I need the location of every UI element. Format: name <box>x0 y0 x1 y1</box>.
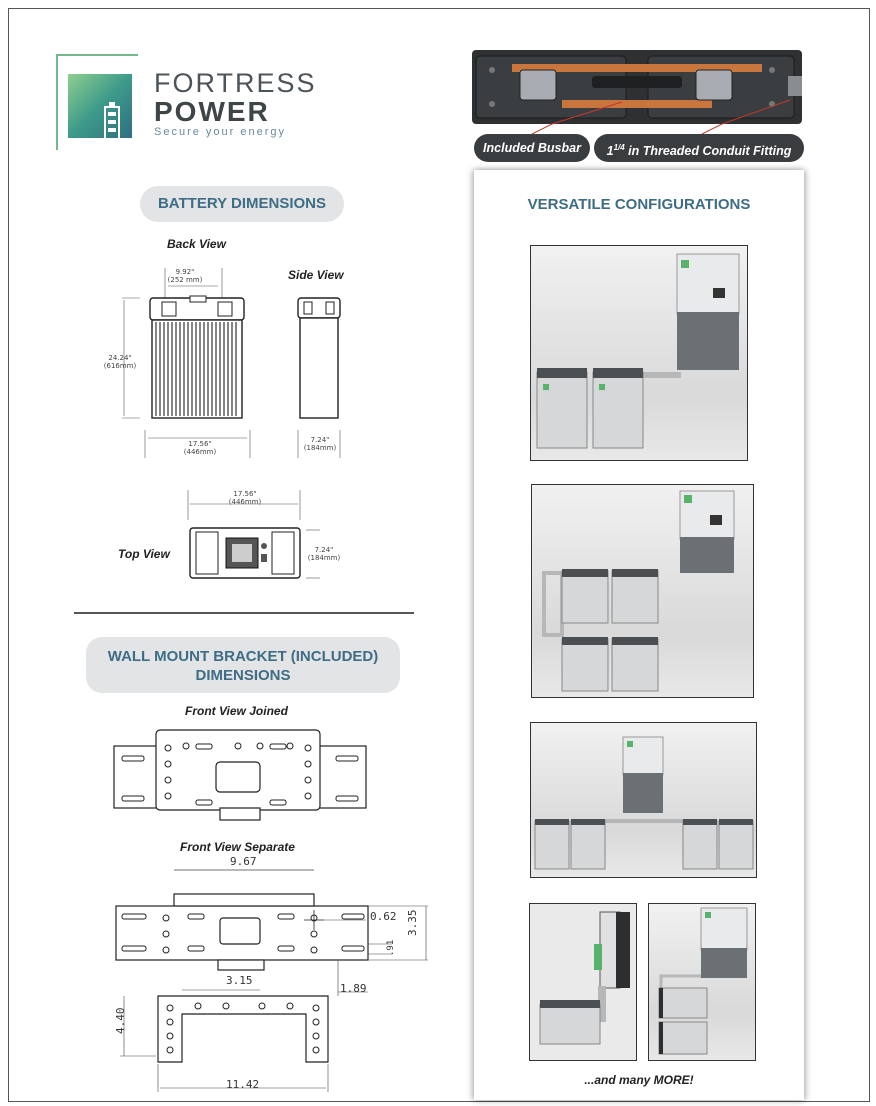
configuration-image-2 <box>531 484 754 698</box>
dim-offset: 1.89 <box>340 982 367 995</box>
wall-mount-heading-line2: DIMENSIONS <box>195 667 291 684</box>
configuration-image-3 <box>530 722 757 878</box>
fortress-power-logo: FORTRESS POWER Secure your energy <box>56 54 315 158</box>
back-top-width-dimension: 9.92" (252 mm) <box>167 268 203 284</box>
top-depth-dimension: 7.24" (184mm) <box>307 546 341 562</box>
brand-tagline: Secure your energy <box>154 126 286 138</box>
battery-icon <box>104 102 120 142</box>
front-view-separate-label: Front View Separate <box>180 840 295 854</box>
side-view-drawing <box>297 297 341 458</box>
back-height-dimension: 24.24" (616mm) <box>103 354 137 370</box>
configurations-heading: VERSATILE CONFIGURATIONS <box>527 196 751 213</box>
configuration-image-5 <box>648 903 756 1061</box>
back-width-dimension: 17.56" (446mm) <box>183 440 217 456</box>
top-width-dimension: 17.56" (446mm) <box>228 490 262 506</box>
dim-inner: 3.15 <box>226 974 253 987</box>
busbar-photo <box>472 50 802 124</box>
brand-name-line1: FORTRESS <box>154 68 317 98</box>
callout-lines <box>531 99 791 135</box>
side-depth-dimension: 7.24" (184mm) <box>303 436 337 452</box>
back-view-label: Back View <box>167 237 226 251</box>
battery-dimensions-heading: BATTERY DIMENSIONS <box>140 186 344 222</box>
many-more-text: ...and many MORE! <box>584 1073 694 1087</box>
brand-name-line2: POWER <box>154 96 270 127</box>
conduit-fitting-tag: 11/4 in Threaded Conduit Fitting <box>594 134 804 162</box>
dim-height-left: 4.40 <box>114 1007 127 1035</box>
dim-height-right: 3.35 <box>406 909 419 937</box>
side-view-label: Side View <box>288 268 344 282</box>
conduit-whole: 1 <box>606 144 614 159</box>
configuration-image-1 <box>530 245 748 461</box>
logo-frame <box>56 54 138 150</box>
back-view-drawing <box>122 268 251 458</box>
top-view-drawing <box>187 490 320 579</box>
dim-small: .91 <box>386 939 396 956</box>
wall-mount-heading: WALL MOUNT BRACKET (INCLUDED) DIMENSIONS <box>86 637 400 693</box>
conduit-fraction: 1/4 <box>613 143 625 152</box>
top-view-label: Top View <box>118 547 170 561</box>
included-busbar-tag: Included Busbar <box>474 134 590 162</box>
front-view-joined-drawing <box>113 729 367 821</box>
configuration-image-4 <box>529 903 637 1061</box>
dim-width-top: 9.67 <box>230 855 257 868</box>
page-frame <box>8 8 870 1102</box>
front-view-joined-label: Front View Joined <box>185 704 288 718</box>
logo-square <box>68 74 132 142</box>
dim-hole: 0.62 <box>370 910 397 923</box>
section-divider <box>74 612 414 614</box>
dim-width-bottom: 11.42 <box>226 1078 260 1091</box>
wall-mount-heading-line1: WALL MOUNT BRACKET (INCLUDED) <box>107 648 379 665</box>
front-view-separate-drawing <box>115 869 428 1092</box>
conduit-text: in Threaded Conduit Fitting <box>624 144 792 159</box>
